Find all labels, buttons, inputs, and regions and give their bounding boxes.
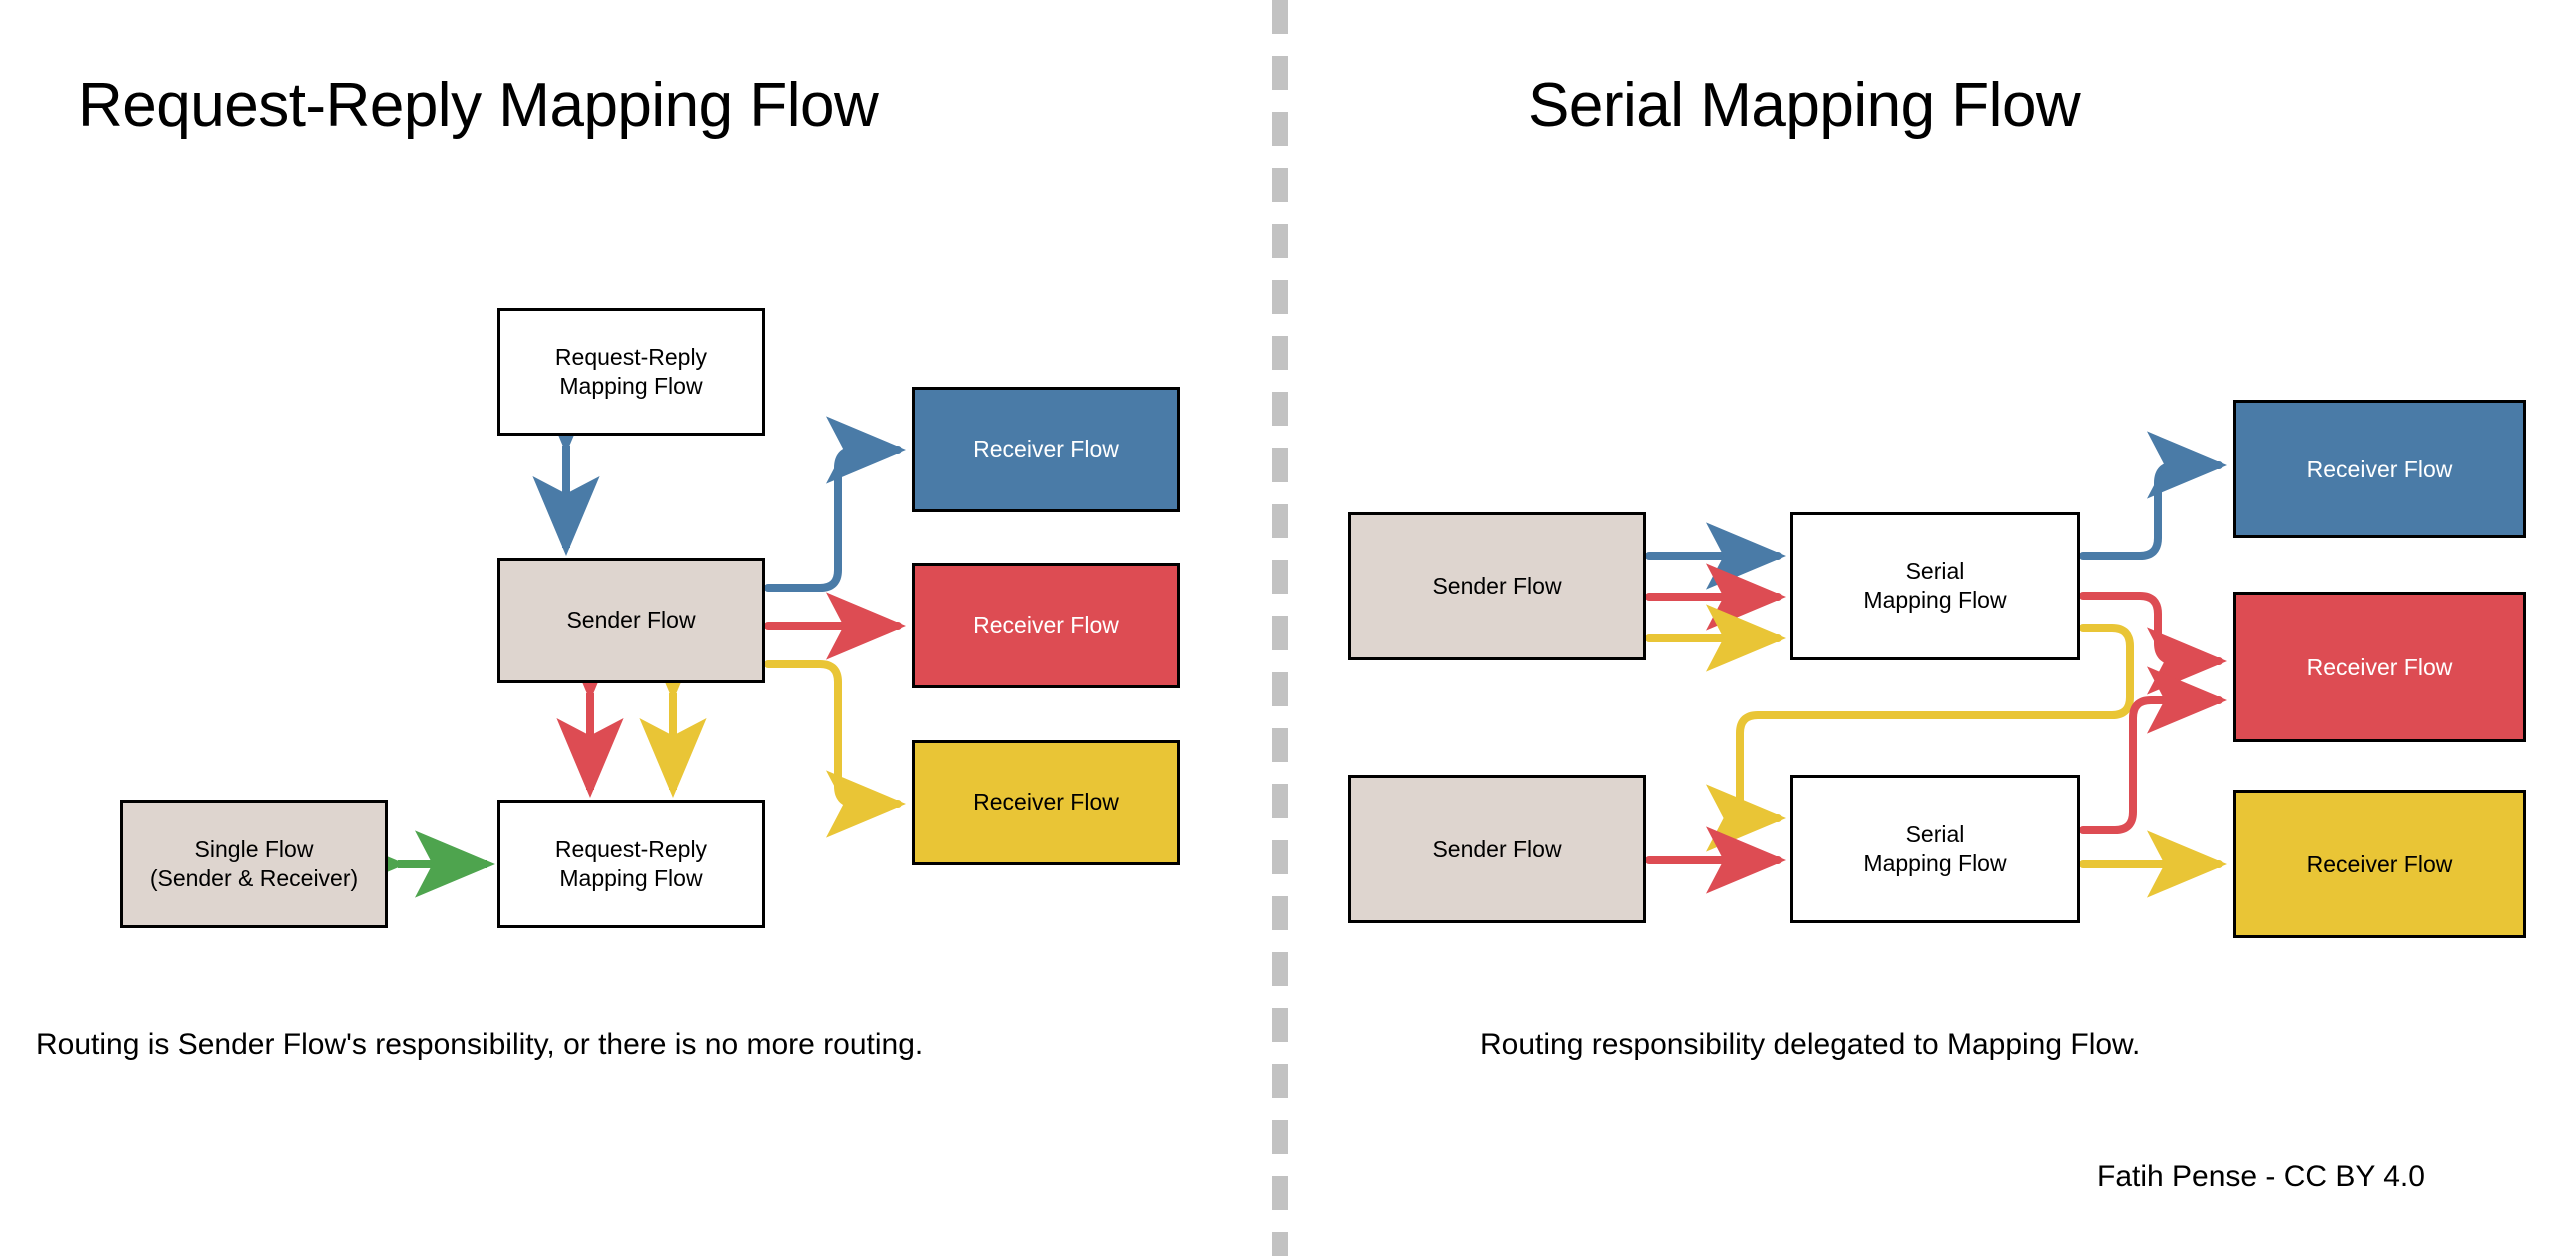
node-label-line2: (Sender & Receiver)	[149, 865, 359, 891]
node-label-line2: Mapping Flow	[559, 373, 703, 399]
node-request-reply-mapping-flow-top[interactable]: Request-Reply Mapping Flow	[497, 308, 765, 436]
connector-mapping-top-to-receiver-red	[2079, 592, 2228, 695]
node-receiver-flow-red-left[interactable]: Receiver Flow	[912, 563, 1180, 688]
panel-title-serial: Serial Mapping Flow	[1528, 71, 2081, 140]
node-sender-flow-bottom[interactable]: Sender Flow	[1348, 775, 1646, 923]
caption-serial: Routing responsibility delegated to Mapp…	[1480, 1028, 2141, 1061]
node-request-reply-mapping-flow-bottom[interactable]: Request-Reply Mapping Flow	[497, 800, 765, 928]
node-sender-flow-top[interactable]: Sender Flow	[1348, 512, 1646, 660]
node-label-line1: Request-Reply	[554, 836, 708, 863]
node-label: Receiver Flow	[973, 612, 1119, 639]
node-single-flow-sender-receiver[interactable]: Single Flow (Sender & Receiver)	[120, 800, 388, 928]
node-label: Receiver Flow	[973, 789, 1119, 816]
node-label: Receiver Flow	[2306, 850, 2453, 877]
node-receiver-flow-red-right[interactable]: Receiver Flow	[2233, 592, 2526, 742]
panel-title-request-reply: Request-Reply Mapping Flow	[78, 71, 879, 140]
connector-mapping-bottom-to-receiver-red	[2079, 666, 2228, 834]
node-label: Receiver Flow	[2306, 653, 2453, 680]
node-label-line2: Mapping Flow	[1863, 587, 2007, 613]
node-receiver-flow-blue-right[interactable]: Receiver Flow	[2233, 400, 2526, 538]
node-sender-flow[interactable]: Sender Flow	[497, 558, 765, 683]
node-label-line1: Serial	[1905, 821, 1965, 848]
node-label: Receiver Flow	[2306, 455, 2453, 482]
node-label-line1: Serial	[1905, 558, 1965, 585]
node-label: Receiver Flow	[973, 436, 1119, 463]
node-receiver-flow-blue-left[interactable]: Receiver Flow	[912, 387, 1180, 512]
connector-sender-to-receiver-blue	[764, 416, 907, 592]
node-label: Sender Flow	[1432, 572, 1562, 599]
node-serial-mapping-flow-bottom[interactable]: Serial Mapping Flow	[1790, 775, 2080, 923]
node-label-line1: Request-Reply	[554, 344, 708, 371]
connector-sender-to-receiver-yellow	[764, 660, 907, 838]
node-receiver-flow-yellow-right[interactable]: Receiver Flow	[2233, 790, 2526, 938]
node-label-line2: Mapping Flow	[1863, 850, 2007, 876]
node-receiver-flow-yellow-left[interactable]: Receiver Flow	[912, 740, 1180, 865]
node-label-line1: Single Flow	[194, 836, 314, 863]
attribution-text: Fatih Pense - CC BY 4.0	[2097, 1160, 2425, 1193]
node-serial-mapping-flow-top[interactable]: Serial Mapping Flow	[1790, 512, 2080, 660]
connector-mapping-top-to-receiver-blue	[2079, 431, 2228, 560]
node-label: Sender Flow	[1432, 835, 1562, 862]
node-label: Sender Flow	[566, 607, 696, 634]
connector-mapping-top-to-mapping-bottom-yellow	[1706, 624, 2134, 852]
caption-request-reply: Routing is Sender Flow's responsibility,…	[36, 1028, 924, 1061]
node-label-line2: Mapping Flow	[559, 865, 703, 891]
